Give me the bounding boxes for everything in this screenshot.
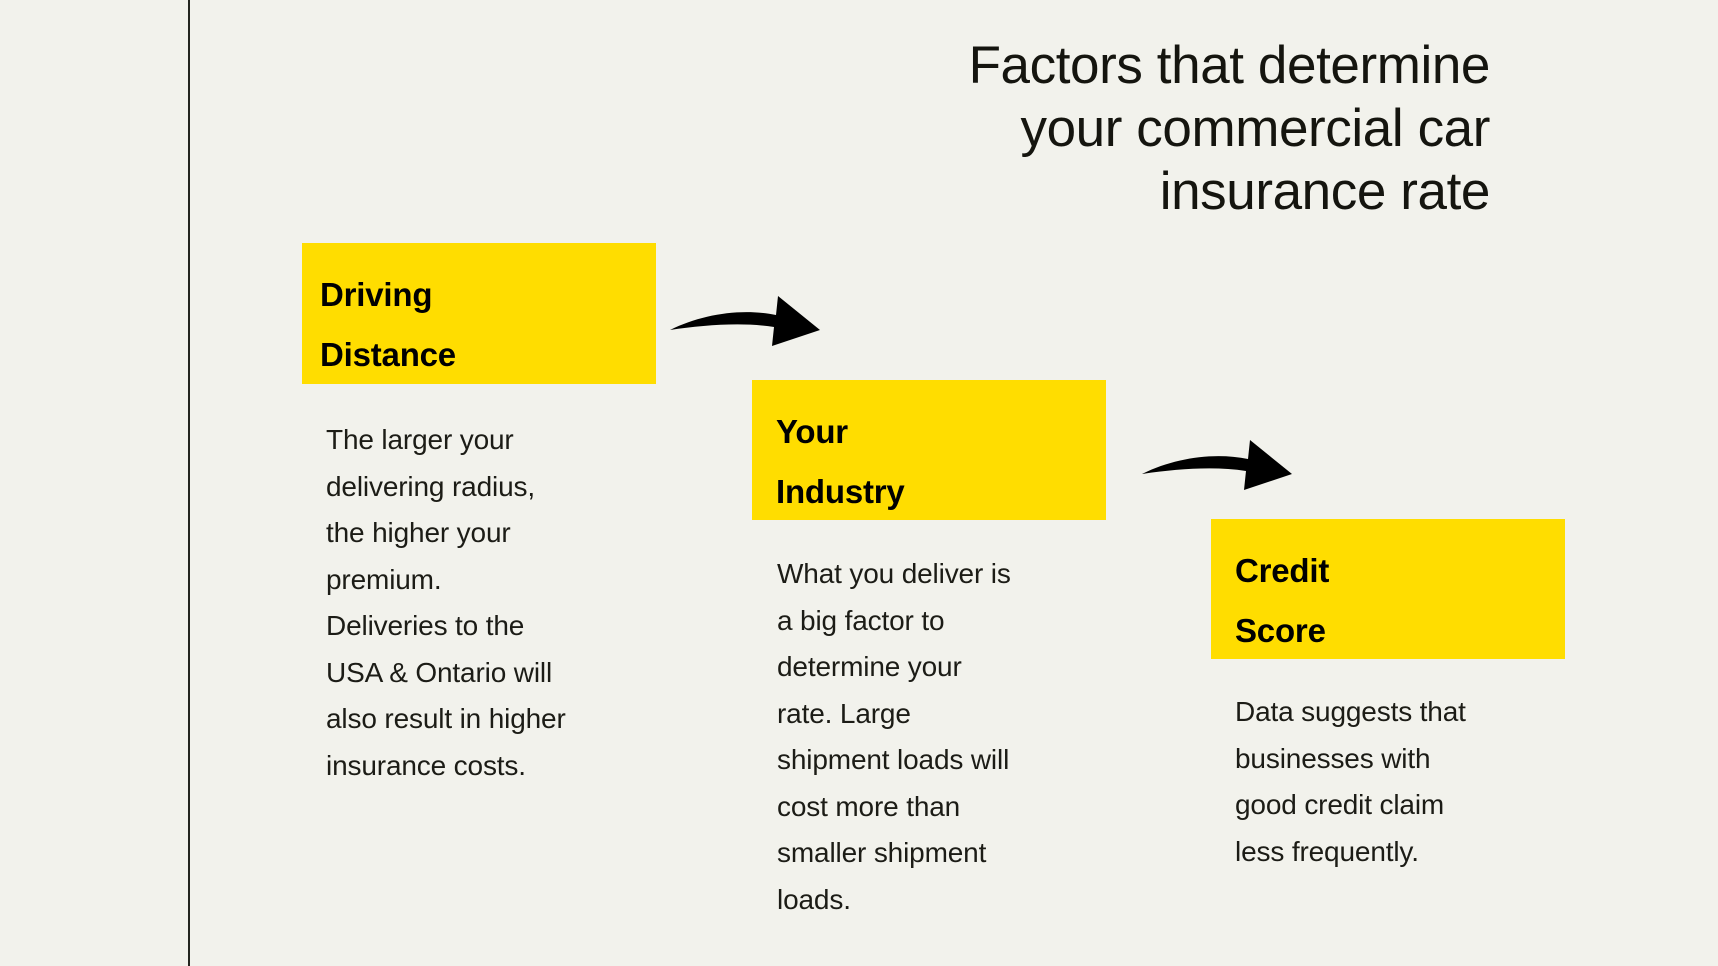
curved-arrow-icon <box>670 296 820 346</box>
page-title: Factors that determine your commercial c… <box>968 36 1491 221</box>
curved-arrow-icon <box>1142 440 1292 490</box>
factor-card-driving-distance: Driving Distance The larger your deliver… <box>302 243 662 789</box>
left-margin-rule <box>188 0 190 966</box>
factor-heading-your-industry: Your Industry <box>752 380 1106 520</box>
factor-body-credit-score: Data suggests that businesses with good … <box>1235 696 1466 867</box>
factor-heading-driving-distance: Driving Distance <box>302 243 656 384</box>
factor-card-credit-score: Credit Score Data suggests that business… <box>1211 519 1571 875</box>
factor-body-driving-distance: The larger your delivering radius, the h… <box>326 424 566 781</box>
factor-card-your-industry: Your Industry What you deliver is a big … <box>752 380 1112 923</box>
factor-heading-credit-score: Credit Score <box>1211 519 1565 659</box>
factor-body-your-industry: What you deliver is a big factor to dete… <box>777 558 1011 915</box>
